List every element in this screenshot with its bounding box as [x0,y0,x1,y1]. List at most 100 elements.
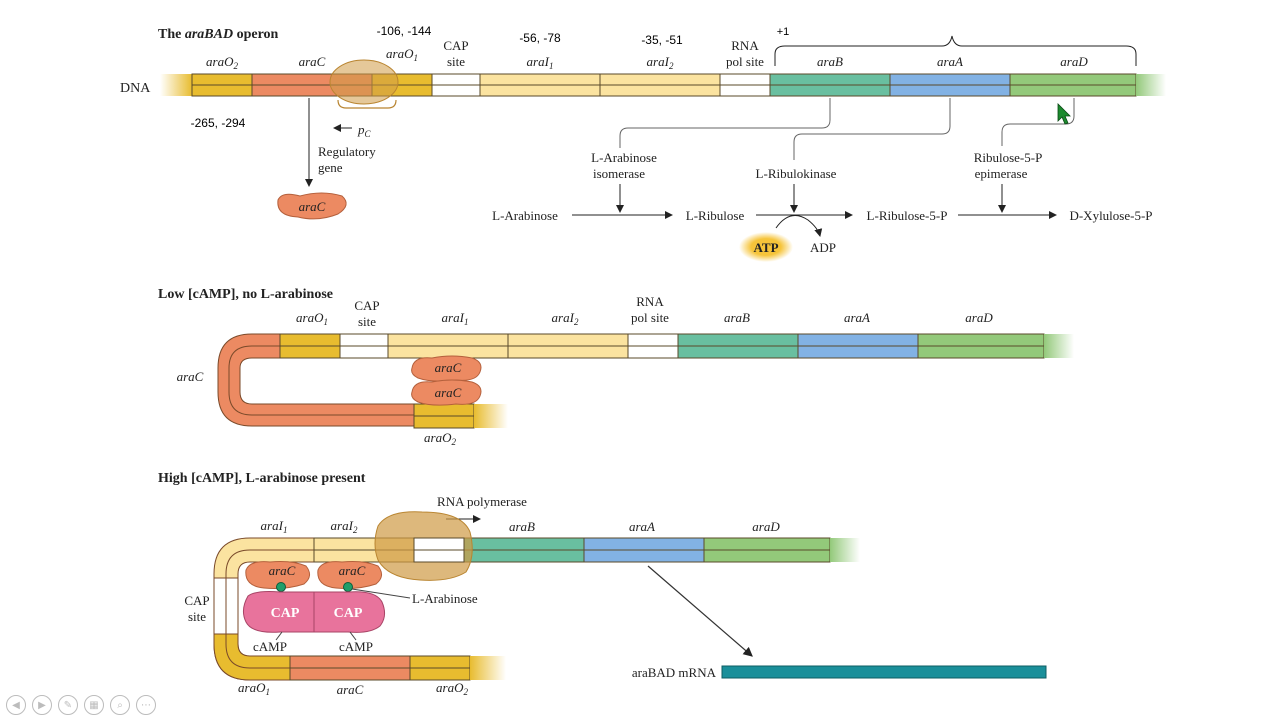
slides-grid-icon[interactable]: ▦ [84,695,104,715]
p3-label-cap-1: CAP [271,606,300,621]
annotation-araI1: -56, -78 [519,31,561,45]
p2-label-araD: araD [965,310,993,325]
dna-label: DNA [120,81,151,96]
p3-label-l-arabinose: L-Arabinose [412,591,478,606]
p2-label-cap-1: CAP [354,298,379,313]
label-araO2: araO2 [206,54,238,71]
label-araC-protein: araC [299,199,326,214]
p2-label-araC-protein-2: araC [435,385,462,400]
panel-2-title: Low [cAMP], no L-arabinose [158,287,333,302]
p2-fade-right [1044,334,1074,358]
enzyme-epimerase-2: epimerase [975,166,1028,181]
p3-label-araA: araA [629,519,655,534]
enzyme-isomerase-2: isomerase [593,166,645,181]
label-cap-1: CAP [443,38,468,53]
p2-araC-protein-1 [411,355,482,382]
label-regulatory-1: Regulatory [318,144,376,159]
label-araB: araB [817,54,843,69]
label-araA: araA [937,54,963,69]
previous-slide-icon[interactable]: ◀ [6,695,26,715]
p3-label-mrna: araBAD mRNA [632,665,717,680]
dna-fade-left [160,74,192,96]
structural-genes-brace [774,35,1137,66]
label-adp: ADP [810,240,836,255]
dna-track-1 [160,73,1166,97]
enzyme-kinase: L-Ribulokinase [756,166,837,181]
p3-label-araC-gene: araC [337,682,364,697]
p3-label-araD: araD [752,519,780,534]
p3-mrna-bar [721,665,1047,679]
p3-label-araO2: araO2 [436,680,468,697]
p2-label-araI2: araI2 [552,310,579,327]
label-araC: araC [299,54,326,69]
label-pc: pC [357,122,372,139]
annotation-upper-left: -106, -144 [377,24,432,38]
metabolite-l-arabinose: L-Arabinose [492,208,558,223]
label-regulatory-2: gene [318,160,343,175]
p3-label-cap-2: CAP [334,606,363,621]
p3-label-rna-polymerase: RNA polymerase [437,494,527,509]
pen-icon[interactable]: ✎ [58,695,78,715]
annotation-start: +1 [777,26,790,38]
p2-label-araC-protein-1: araC [435,360,462,375]
more-options-icon[interactable]: ⋯ [136,695,156,715]
p3-araC-protein-1 [245,561,310,589]
araA-to-kinase [793,98,951,160]
label-atp: ATP [753,240,778,255]
label-cap-2: site [447,54,465,69]
rna-polymerase-blob-1 [329,59,399,105]
p3-loop-divider [225,549,314,669]
p2-label-araA: araA [844,310,870,325]
dna-fade-right [1136,74,1166,96]
p3-label-camp-2: cAMP [339,639,373,654]
p3-label-araI2: araI2 [331,518,358,535]
p3-camp-pointer-2 [349,631,357,641]
label-rnap-1: RNA [731,38,759,53]
p3-label-cap-site-2: site [188,609,206,624]
annotation-lower-left: -265, -294 [191,116,246,130]
p3-araC-protein-2 [317,561,382,589]
p3-cap-protein-1 [242,591,315,633]
p2-label-rnap-2: pol site [631,310,669,325]
p2-label-araO2: araO2 [424,430,456,447]
p2-label-araO1: araO1 [296,310,328,327]
enzyme-isomerase-1: L-Arabinose [591,150,657,165]
p2-label-araI1: araI1 [442,310,469,327]
panel-2: Low [cAMP], no L-arabinose araC araC ara… [158,287,1074,447]
next-slide-icon[interactable]: ▶ [32,695,52,715]
label-araO1: araO1 [386,46,418,63]
label-araD: araD [1060,54,1088,69]
p3-arabinose-pointer [351,588,411,599]
panel-3: High [cAMP], L-arabinose present RNA pol… [158,471,1047,697]
label-araI1: araI1 [527,54,554,71]
label-rnap-2: pol site [726,54,764,69]
dna-track-2 [279,333,1074,429]
p3-transcription-arrow [647,565,753,657]
araB-to-isomerase [619,98,831,148]
araD-to-epimerase [1001,98,1075,146]
p3-label-cap-site-1: CAP [184,593,209,608]
p3-arabinose-dot-1 [276,582,286,592]
p3-camp-pointer-1 [275,631,283,641]
zoom-icon[interactable]: ⌕ [110,695,130,715]
pc-brace [337,99,397,109]
panel-1: The araBAD operon DNA araO2 araC araO1 C… [120,24,1166,262]
p3-label-araI1: araI1 [261,518,288,535]
p3-label-araC-1: araC [269,563,296,578]
atp-glow [739,232,793,262]
atp-adp-arrow [775,215,823,237]
p2-label-rnap-1: RNA [636,294,664,309]
p3-fade-right [830,538,860,562]
mouse-cursor-icon [1057,103,1071,125]
araC-loop-divider [228,345,414,416]
metabolite-l-ribulose: L-Ribulose [686,208,745,223]
p2-araC-protein-2 [411,379,482,406]
panel-3-title: High [cAMP], L-arabinose present [158,471,366,486]
p2-label-cap-2: site [358,314,376,329]
p3-label-araB: araB [509,519,535,534]
araC-protein [277,192,347,220]
p3-cap-protein-2 [313,591,386,633]
metabolite-l-ribulose-5-p: L-Ribulose-5-P [867,208,948,223]
p2-fade-bottom [474,404,508,428]
